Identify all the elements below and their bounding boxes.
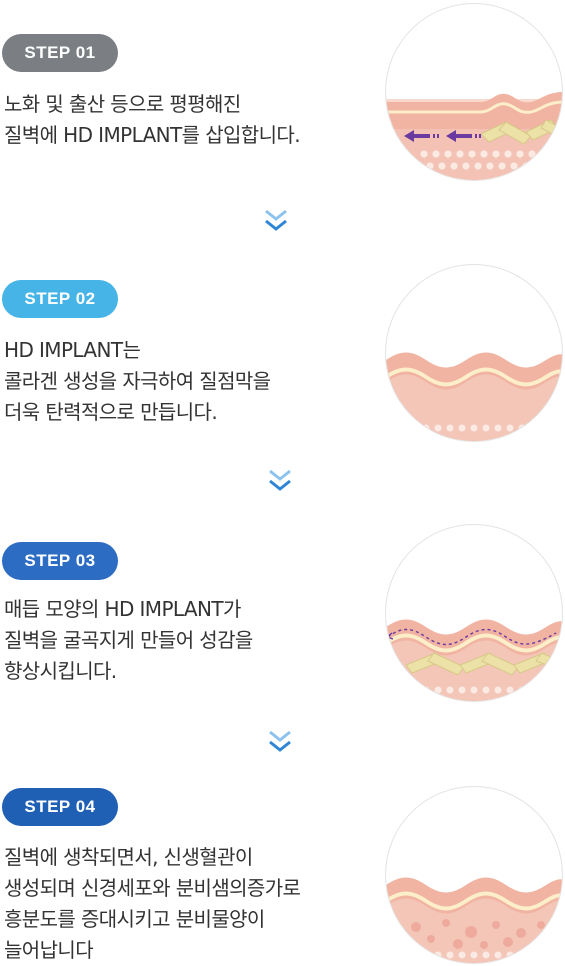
description-line: 늘어납니다 — [4, 938, 94, 962]
step-01: STEP 01 노화 및 출산 등으로 평평해진 질벽에 HD IMPLANT를… — [0, 0, 565, 200]
step-badge: STEP 03 — [2, 542, 118, 580]
illustration-step-04 — [385, 786, 563, 964]
description-line: 매듭 모양의 HD IMPLANT가 — [4, 597, 241, 621]
step-02: STEP 02 HD IMPLANT는 콜라겐 생성을 자극하여 질점막을 더욱… — [0, 262, 565, 462]
illustration-step-02 — [385, 264, 563, 442]
step-description: HD IMPLANT는 콜라겐 생성을 자극하여 질점막을 더욱 탄력적으로 만… — [4, 335, 271, 428]
dotted-arrow — [387, 628, 557, 646]
step-badge: STEP 02 — [2, 280, 118, 318]
implant-knot — [405, 652, 562, 676]
insert-arrows — [404, 130, 481, 142]
illustration-step-03 — [385, 524, 563, 702]
description-line: 콜라겐 생성을 자극하여 질점막을 — [4, 369, 271, 393]
step-description: 매듭 모양의 HD IMPLANT가 질벽을 굴곡지게 만들어 성감을 향상시킵… — [4, 594, 253, 687]
description-line: HD IMPLANT는 — [4, 338, 141, 362]
description-line: 질벽을 굴곡지게 만들어 성감을 — [4, 628, 253, 652]
chevron-down-icon — [265, 728, 295, 762]
description-line: 흥분도를 증대시키고 분비물양이 — [4, 907, 265, 931]
description-line: 노화 및 출산 등으로 평평해진 — [4, 92, 241, 116]
chevron-down-icon — [261, 207, 291, 241]
step-04: STEP 04 질벽에 생착되면서, 신생혈관이 생성되며 신경세포와 분비샘의… — [0, 786, 565, 966]
chevron-down-icon — [265, 467, 295, 501]
step-description: 노화 및 출산 등으로 평평해진 질벽에 HD IMPLANT를 삽입합니다. — [4, 89, 301, 151]
description-line: 질벽에 HD IMPLANT를 삽입합니다. — [4, 123, 301, 147]
description-line: 향상시킵니다. — [4, 659, 117, 683]
description-line: 생성되며 신경세포와 분비샘의증가로 — [4, 876, 301, 900]
illustration-step-01 — [385, 3, 563, 181]
step-badge: STEP 01 — [2, 34, 118, 72]
step-03: STEP 03 매듭 모양의 HD IMPLANT가 질벽을 굴곡지게 만들어 … — [0, 523, 565, 723]
step-badge: STEP 04 — [2, 788, 118, 826]
description-line: 질벽에 생착되면서, 신생혈관이 — [4, 845, 253, 869]
description-line: 더욱 탄력적으로 만듭니다. — [4, 400, 218, 424]
step-description: 질벽에 생착되면서, 신생혈관이 생성되며 신경세포와 분비샘의증가로 흥분도를… — [4, 842, 301, 966]
